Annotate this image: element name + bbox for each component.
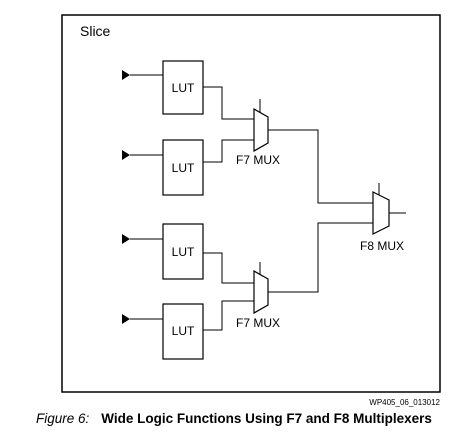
f7-lower-to-f8-wire: [268, 222, 373, 293]
figure-caption: Figure 6: Wide Logic Functions Using F7 a…: [36, 411, 474, 426]
f7-upper-to-f8-wire: [268, 129, 373, 204]
lut-4-label: LUT: [172, 324, 195, 338]
slice-label: Slice: [80, 23, 111, 39]
lut-1-input-arrow: [122, 70, 130, 80]
slice-diagram: Slice LUT LUT LUT LUT F7 MUX F7 MUX F8 M…: [61, 14, 441, 407]
figure-title: Wide Logic Functions Using F7 and F8 Mul…: [101, 411, 432, 426]
f7-mux-lower-label: F7 MUX: [236, 316, 280, 330]
lut-2-to-f7-upper-wire: [203, 139, 254, 163]
f7-mux-lower-shape: [253, 269, 269, 315]
lut-1-block: [162, 60, 204, 115]
lut-3-input-arrow: [122, 234, 130, 244]
lut-2-label: LUT: [172, 161, 195, 175]
figure-number: Figure 6:: [36, 411, 90, 426]
lut-3-block: [162, 223, 204, 280]
document-code: WP405_06_013012: [369, 398, 440, 407]
f8-mux-shape: [372, 191, 390, 235]
slice-boundary: [61, 14, 441, 393]
lut-1-label: LUT: [172, 81, 195, 95]
lut-4-to-f7-lower-wire: [203, 300, 254, 331]
f8-mux-label: F8 MUX: [360, 239, 404, 253]
lut-2-block: [162, 139, 204, 196]
lut-4-block: [162, 303, 204, 360]
lut-2-input-arrow: [122, 150, 130, 160]
lut-3-to-f7-lower-wire: [203, 252, 254, 284]
f7-mux-upper-label: F7 MUX: [236, 153, 280, 167]
lut-3-label: LUT: [172, 245, 195, 259]
f7-mux-upper-shape: [253, 107, 269, 153]
lut-1-to-f7-upper-wire: [203, 86, 254, 120]
lut-4-input-arrow: [122, 314, 130, 324]
